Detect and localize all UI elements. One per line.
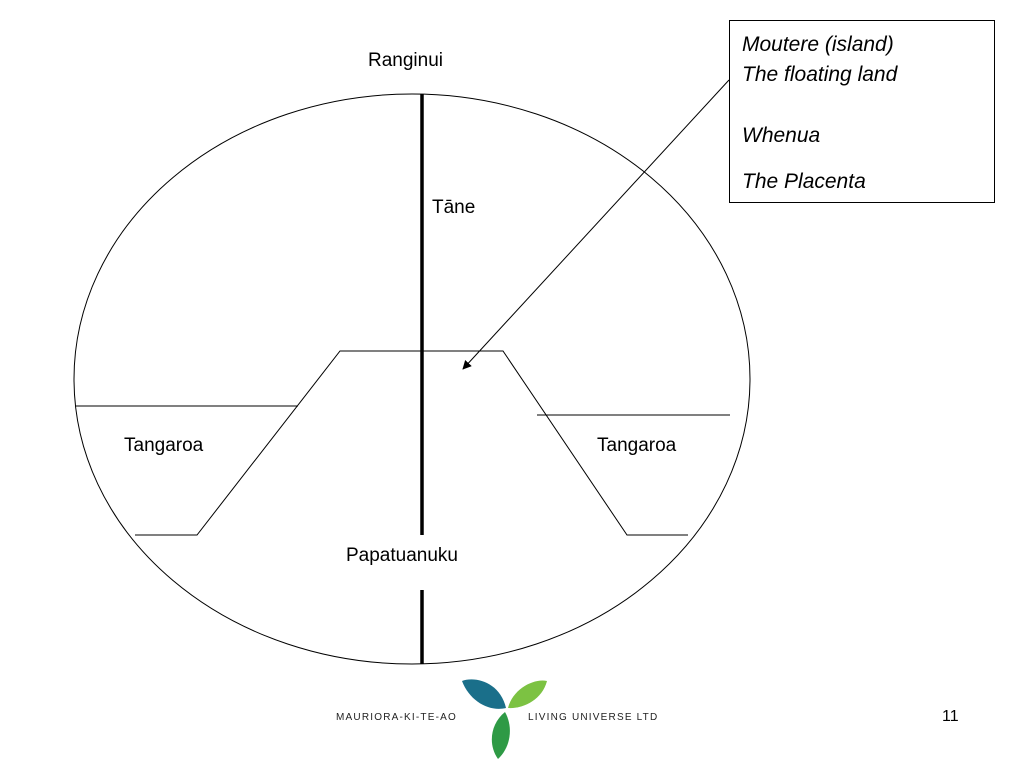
logo-leaves-icon [462,679,547,759]
annotation-box: Moutere (island) The floating land Whenu… [729,20,995,203]
label-papatuanuku: Papatuanuku [346,545,458,566]
note-line-floating-land: The floating land [742,63,898,86]
note-line-placenta: The Placenta [742,170,866,193]
note-line-moutere: Moutere (island) [742,33,894,56]
page-number: 11 [942,708,959,725]
world-ellipse [73,93,751,665]
label-tangaroa-left: Tangaroa [124,435,204,456]
label-tane: Tāne [432,197,476,218]
note-line-whenua: Whenua [742,124,821,147]
label-ranginui: Ranginui [368,50,443,71]
brand-name-right: LIVING UNIVERSE LTD [528,712,659,723]
island-outline [135,350,688,536]
brand-name-left: MAURIORA-KI-TE-AO [336,712,457,723]
label-tangaroa-right: Tangaroa [597,435,677,456]
annotation-arrow [462,79,730,370]
